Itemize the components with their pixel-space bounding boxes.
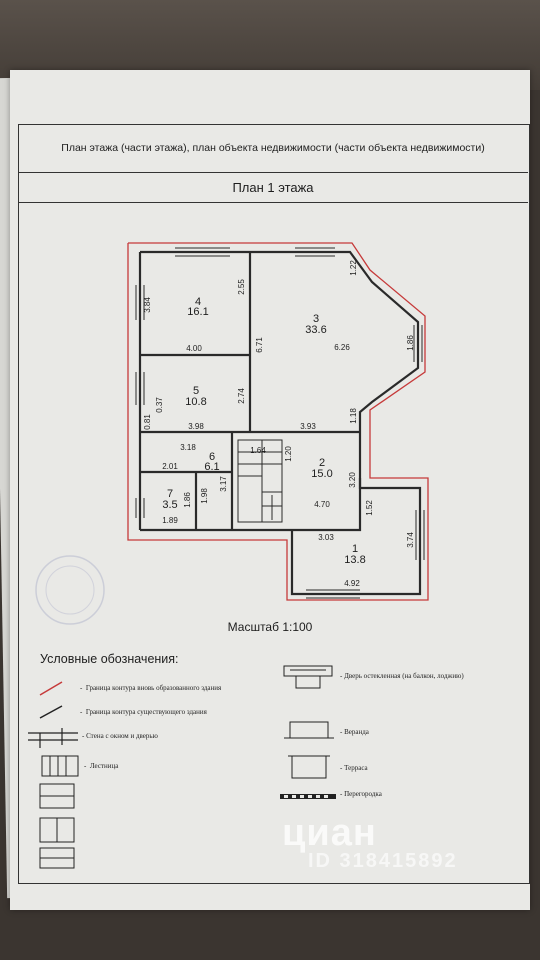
legend-terrace-icon <box>288 755 330 779</box>
dimension-label: 6.71 <box>255 337 264 353</box>
legend-partition-icon <box>280 794 336 799</box>
legend-dash: - <box>340 764 343 772</box>
legend-dash: - <box>82 732 85 740</box>
watermark-logo: циан <box>282 812 377 854</box>
legend-text: Терраса <box>344 764 368 772</box>
scale-label: Масштаб 1:100 <box>227 620 313 634</box>
room-number: 5 <box>193 385 199 397</box>
legend-text: Граница контура существующего здания <box>85 708 207 716</box>
room-number: 1 <box>352 543 358 555</box>
room-area: 3.5 <box>162 499 177 511</box>
document-frame <box>18 124 530 884</box>
dimension-label: 4.70 <box>314 500 330 509</box>
dimension-label: 3.93 <box>300 422 316 431</box>
dimension-label: 0.37 <box>155 397 164 413</box>
dimension-label: 0.81 <box>143 414 152 430</box>
legend-item: - Граница контура существующего здания <box>80 708 207 716</box>
legend-dash: - <box>340 790 343 798</box>
dimension-label: 1.20 <box>284 446 293 462</box>
legend-text: Перегородка <box>344 790 382 798</box>
room-area: 6.1 <box>204 461 219 473</box>
legend-item: - Перегородка <box>340 790 382 798</box>
legend-text: Граница контура вновь образованного здан… <box>85 684 222 692</box>
legend-item: - Стена с окном и дверью <box>82 732 158 740</box>
legend-text: Лестница <box>89 762 119 770</box>
dimension-label: 1.64 <box>250 446 266 455</box>
legend-stair-icon <box>39 755 79 869</box>
legend-wall-icon <box>28 728 78 748</box>
stamp-icon <box>35 555 105 625</box>
legend-text: Стена с окном и дверью <box>86 732 158 740</box>
legend-dash: - <box>340 672 343 680</box>
room-number: 4 <box>195 296 201 308</box>
watermark-id: ID 318415892 <box>308 850 458 872</box>
room-labels: 4 16.1 3 33.6 5 10.8 6 6.1 7 3.5 2 15.0 … <box>162 296 365 566</box>
dimension-label: 1.18 <box>349 408 358 424</box>
dimension-label: 1.86 <box>406 335 415 351</box>
dimension-label: 1.89 <box>162 516 178 525</box>
room-area: 10.8 <box>185 396 206 408</box>
legend-dash: - <box>80 684 83 692</box>
dimension-label: 2.74 <box>237 388 246 404</box>
new-building-contour <box>127 242 429 601</box>
walls <box>138 250 422 596</box>
legend-text: Веранда <box>344 728 369 736</box>
dimension-label: 3.18 <box>180 443 196 452</box>
room-area: 16.1 <box>187 306 208 318</box>
staircase <box>237 439 283 523</box>
legend-item: - Граница контура вновь образованного зд… <box>80 684 221 692</box>
dimension-label: 1.86 <box>183 492 192 508</box>
legend-item: - Дверь остекленная (на балкон, лоджию) <box>340 672 464 680</box>
dimension-label: 3.17 <box>219 476 228 492</box>
dimension-label: 3.03 <box>318 533 334 542</box>
legend-dash: - <box>84 762 87 770</box>
legend-title: Условные обозначения: <box>40 652 179 666</box>
legend-glazed-door-icon <box>283 665 333 689</box>
dimension-label: 2.55 <box>237 279 246 295</box>
legend-item: - Веранда <box>340 728 369 736</box>
room-number: 3 <box>313 313 319 325</box>
legend-symbols <box>28 665 336 869</box>
stamp-inner-icon <box>45 565 95 615</box>
dimension-label: 4.00 <box>186 344 202 353</box>
legend-item: - Лестница <box>84 762 118 770</box>
dimension-label: 2.01 <box>162 462 178 471</box>
dimension-label: 3.84 <box>143 297 152 313</box>
dimension-label: 3.74 <box>406 532 415 548</box>
dimension-label: 1.98 <box>200 488 209 504</box>
dimension-label: 4.92 <box>344 579 360 588</box>
room-number: 7 <box>167 488 173 500</box>
legend-dash: - <box>80 708 83 716</box>
room-area: 13.8 <box>344 554 365 566</box>
dimension-label: 3.98 <box>188 422 204 431</box>
windows <box>135 247 425 599</box>
floor-plan-title: План 1 этажа <box>18 172 528 203</box>
dimension-labels: 3.84 2.55 4.00 6.71 6.26 1.22 1.86 1.18 … <box>143 260 415 588</box>
document-sheet <box>10 70 530 910</box>
dimension-label: 3.20 <box>348 472 357 488</box>
room-number: 2 <box>319 457 325 469</box>
legend-item: - Терраса <box>340 764 368 772</box>
dimension-label: 6.26 <box>334 343 350 352</box>
legend-text: Дверь остекленная (на балкон, лоджию) <box>344 672 464 680</box>
room-area: 33.6 <box>305 324 326 336</box>
room-area: 15.0 <box>311 468 332 480</box>
room-number: 6 <box>209 451 215 463</box>
dimension-label: 1.22 <box>349 260 358 276</box>
legend-veranda-icon <box>284 721 334 739</box>
legend-dash: - <box>340 728 343 736</box>
document-title: План этажа (части этажа), план объекта н… <box>18 124 528 173</box>
legend-new-contour-icon <box>39 681 63 696</box>
dimension-label: 1.52 <box>365 500 374 516</box>
legend-existing-contour-icon <box>39 705 63 719</box>
